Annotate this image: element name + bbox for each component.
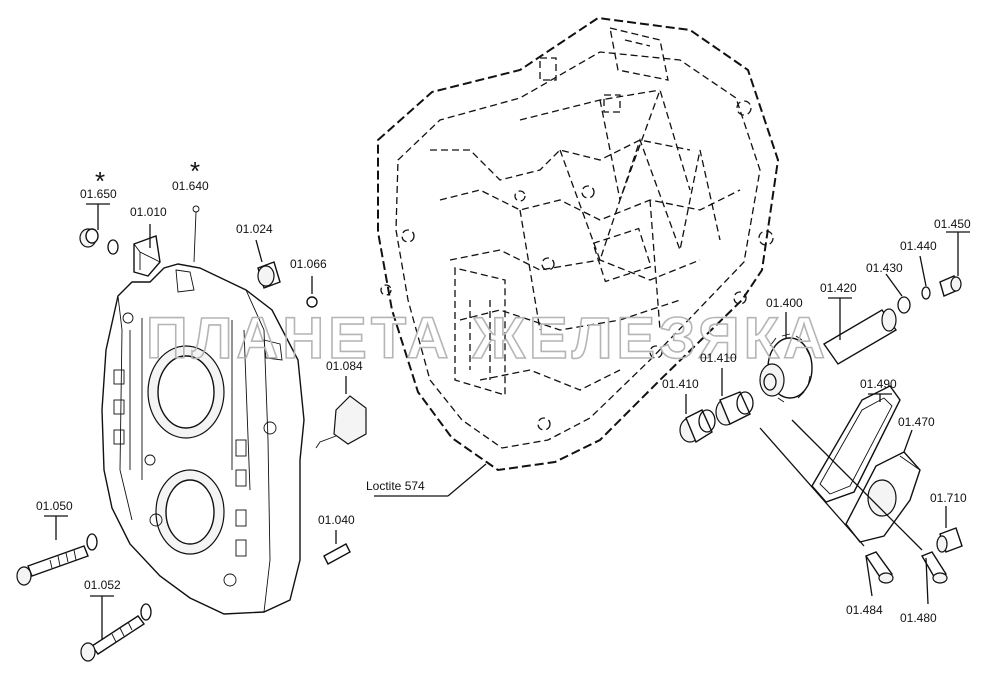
label-01040: 01.040 [318, 513, 355, 527]
leader-lines [44, 203, 970, 640]
label-01640: 01.640 [172, 179, 209, 193]
sensor-01084 [315, 395, 367, 449]
bolt-01450 [939, 275, 962, 297]
shaft-01420 [822, 308, 898, 365]
ball-01066 [306, 296, 318, 308]
bolt-01052 [80, 603, 152, 662]
asterisk-01640: * [190, 156, 200, 186]
label-01484: 01.484 [846, 603, 883, 617]
cover-01470 [845, 451, 921, 543]
bolt-01484 [864, 551, 894, 584]
label-01440: 01.440 [900, 239, 937, 253]
label-01450: 01.450 [934, 217, 971, 231]
label-01420: 01.420 [820, 281, 857, 295]
asterisk-01650: * [95, 166, 105, 196]
cap-plug-01650 [79, 228, 119, 255]
label-01050: 01.050 [36, 499, 73, 513]
label-01066: 01.066 [290, 257, 327, 271]
washer-01440 [921, 286, 931, 300]
label-01430: 01.430 [866, 261, 903, 275]
bearing-01410-a [679, 409, 716, 444]
callout-labels: * * 01.650 01.010 01.640 01.024 01.066 0… [36, 156, 971, 625]
label-01052: 01.052 [84, 578, 121, 592]
label-01470: 01.470 [898, 415, 935, 429]
label-01410-b: 01.410 [700, 351, 737, 365]
label-01490: 01.490 [860, 377, 897, 391]
label-01084: 01.084 [326, 359, 363, 373]
bolt-01480 [920, 551, 948, 584]
ring-01430 [897, 296, 911, 314]
label-01710: 01.710 [930, 491, 967, 505]
plug-01710 [936, 527, 963, 553]
gearbox-housing [377, 16, 780, 472]
bearing-01410-b [715, 391, 754, 426]
watermark-text: ПЛАНЕТА ЖЕЛЕЗЯКА [146, 306, 829, 371]
label-01480: 01.480 [900, 611, 937, 625]
label-01650: 01.650 [80, 187, 117, 201]
gear-01400 [759, 333, 813, 403]
label-01010: 01.010 [130, 205, 167, 219]
label-01400: 01.400 [766, 296, 803, 310]
bolt-01050 [16, 533, 98, 586]
cover-plate-01010 [101, 235, 305, 615]
pin-01040 [323, 543, 351, 565]
label-01410-a: 01.410 [662, 377, 699, 391]
bushing-01024 [257, 261, 281, 289]
annotation-loctite: Loctite 574 [366, 479, 425, 493]
label-01024: 01.024 [236, 222, 273, 236]
